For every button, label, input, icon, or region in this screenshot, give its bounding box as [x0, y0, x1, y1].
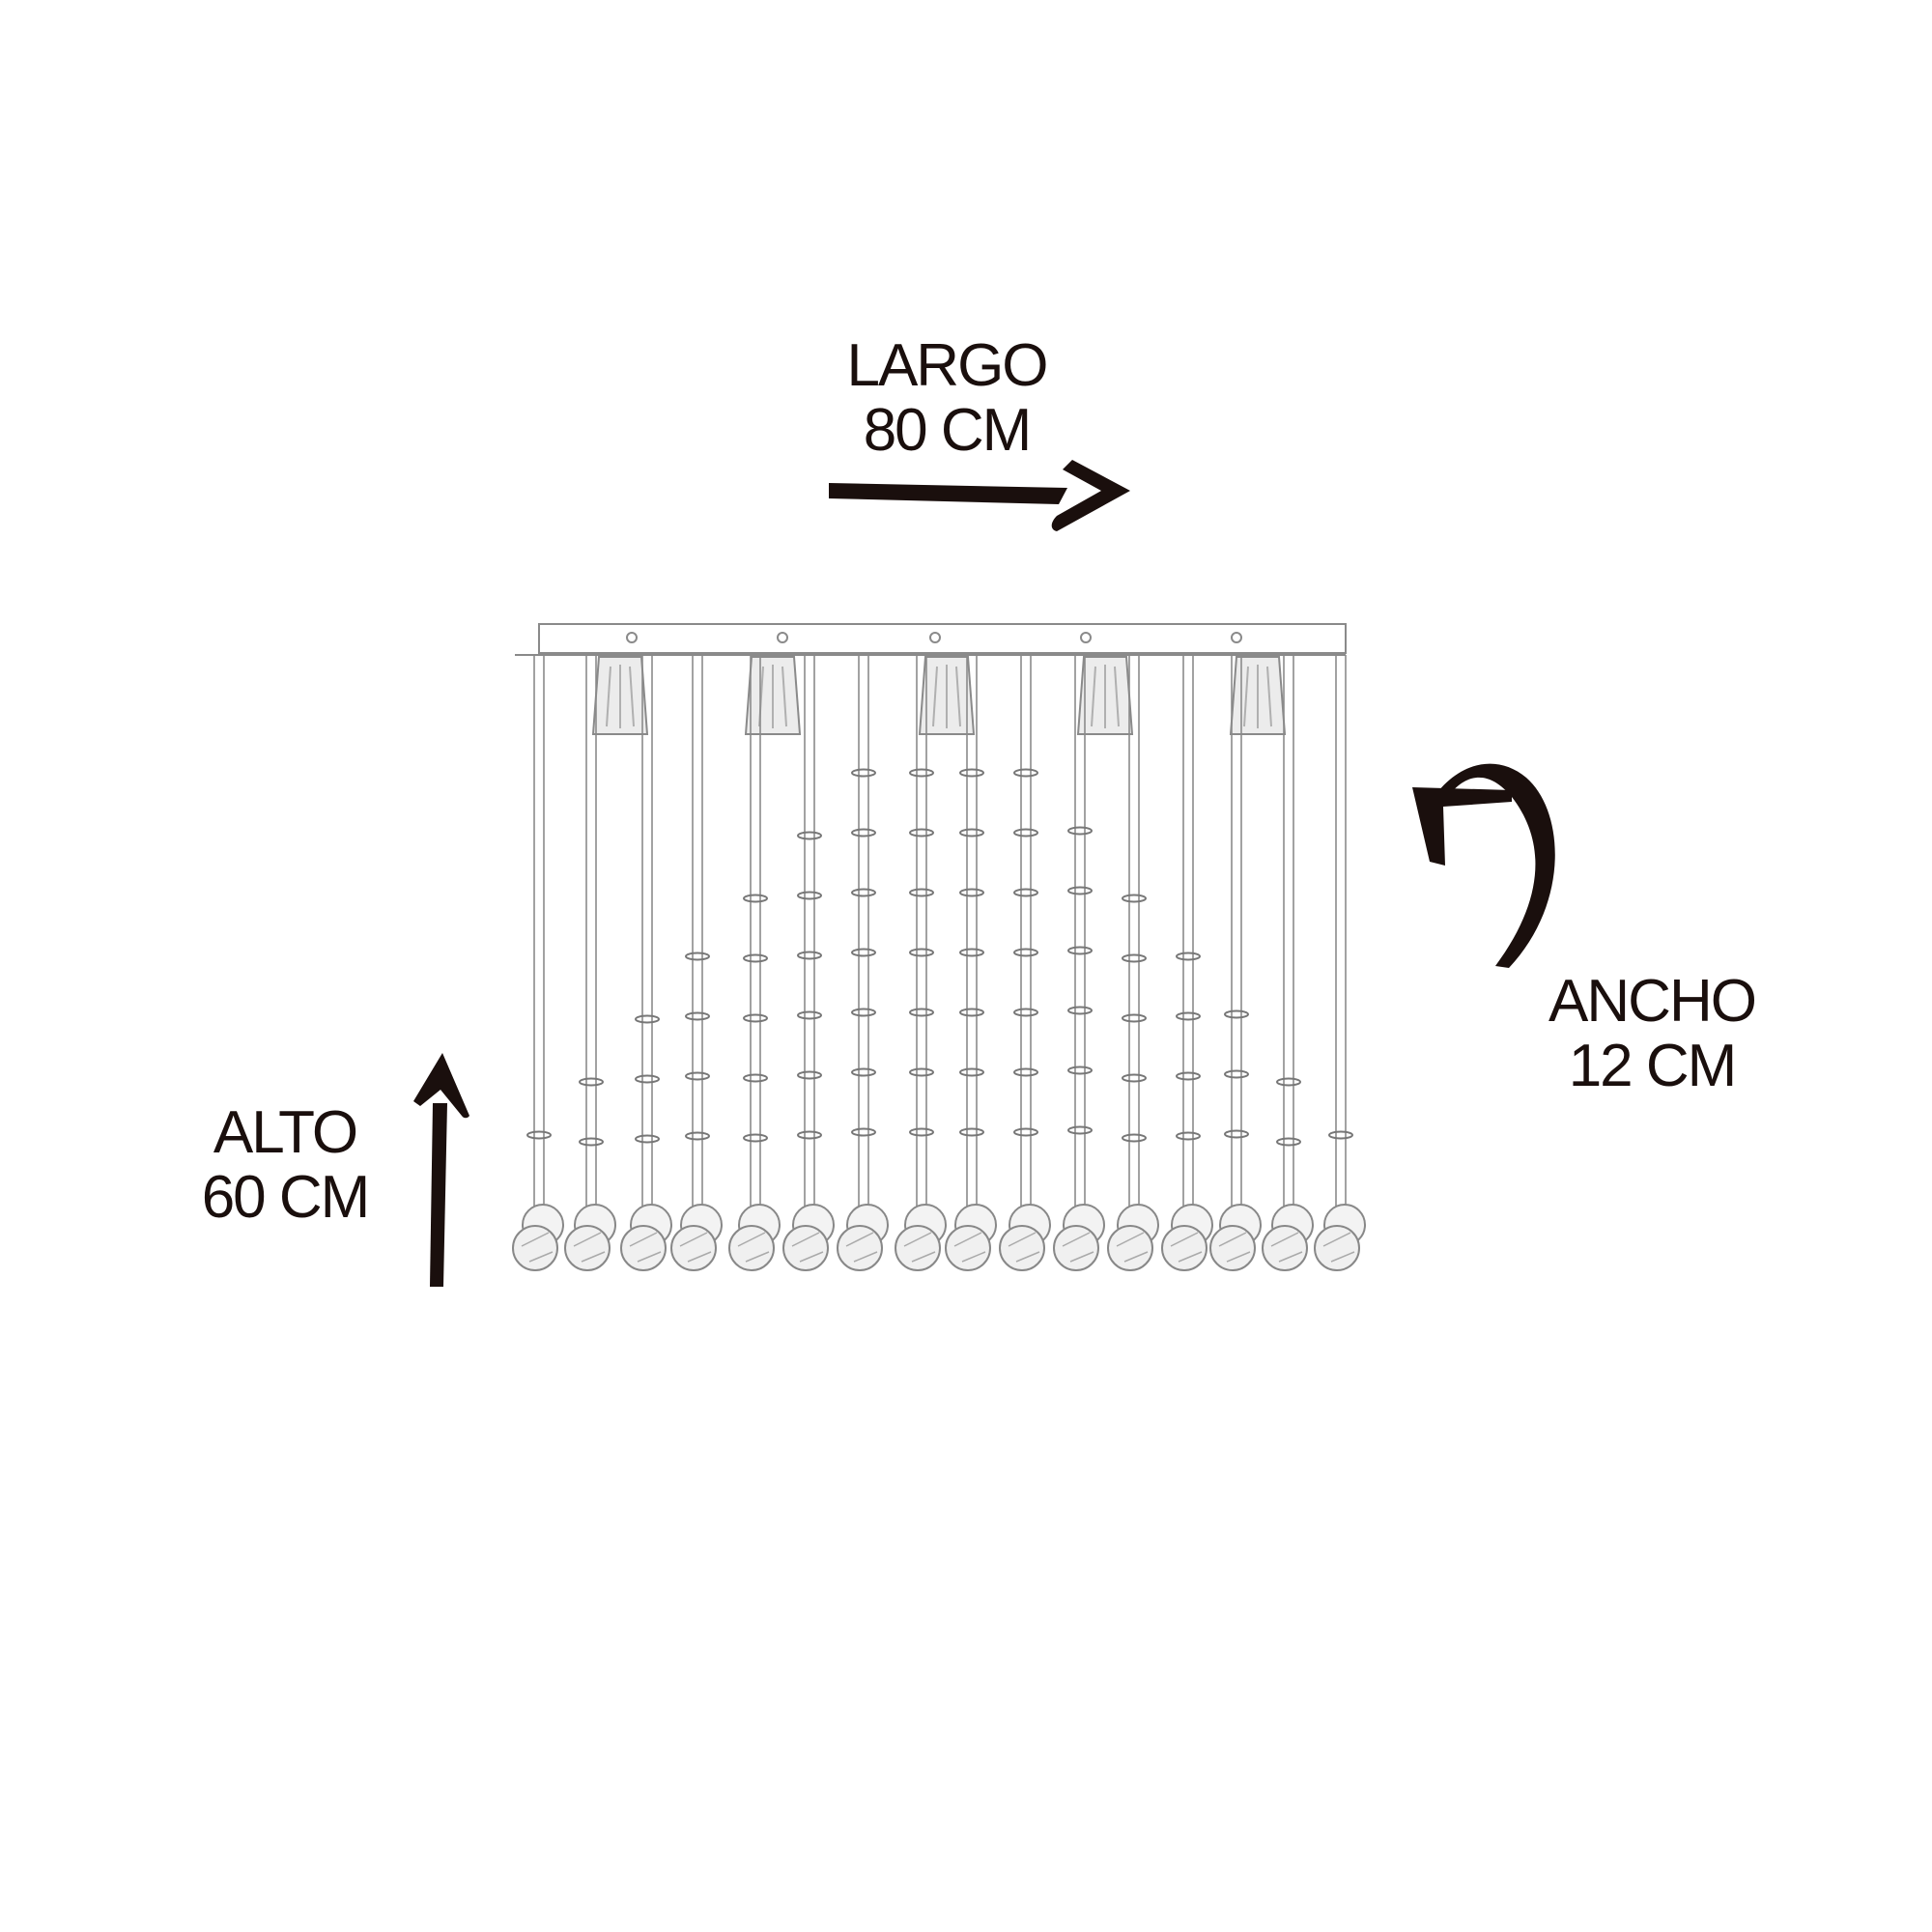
crystal-strand [851, 655, 876, 1227]
crystal-strand [909, 655, 934, 1227]
crystal-globe [728, 1204, 781, 1271]
crystal-globe [620, 1204, 672, 1271]
lamp-shade [1076, 656, 1134, 735]
crystal-globe [564, 1204, 616, 1271]
crystal-strand [1067, 655, 1093, 1227]
crystal-globe [945, 1204, 997, 1271]
crystal-strand [579, 655, 604, 1227]
crystal-strand [743, 655, 768, 1227]
crystal-strand [1013, 655, 1038, 1227]
crystal-globe [837, 1204, 889, 1271]
crystal-globe [1209, 1204, 1262, 1271]
width-value: 12 CM [1568, 1032, 1738, 1099]
crystal-strand [685, 655, 710, 1227]
crystal-strand [526, 655, 552, 1227]
crystal-strand [797, 655, 822, 1227]
lamp-shade [918, 656, 976, 735]
crystal-strand [1276, 655, 1301, 1227]
crystal-globe [1161, 1204, 1213, 1271]
width-label: ANCHO 12 CM [1526, 968, 1777, 1099]
crystal-strand [1224, 655, 1249, 1227]
height-label: ALTO 60 CM [169, 1099, 401, 1231]
crystal-strand [959, 655, 984, 1227]
curved-arrow-icon [1412, 763, 1555, 968]
crystal-strand [1122, 655, 1147, 1227]
lamp-shades [591, 656, 1287, 735]
crystal-globe [670, 1204, 723, 1271]
crystal-globe [895, 1204, 947, 1271]
right-arrow-icon [829, 460, 1130, 531]
crystal-globe [512, 1204, 564, 1271]
lamp-shade [591, 656, 649, 735]
crystal-globe [999, 1204, 1051, 1271]
ceiling-plate [515, 623, 1347, 656]
crystal-strand [1176, 655, 1201, 1227]
lamp-shade [1229, 656, 1287, 735]
length-value: 80 CM [863, 396, 1033, 464]
length-label: LARGO 80 CM [792, 332, 1101, 464]
crystal-globe [1314, 1204, 1366, 1271]
crystal-globe [1107, 1204, 1159, 1271]
crystal-globe [782, 1204, 835, 1271]
width-title: ANCHO [1548, 968, 1757, 1035]
crystal-globe [1053, 1204, 1105, 1271]
height-title: ALTO [213, 1099, 358, 1166]
length-title: LARGO [846, 332, 1048, 399]
crystal-strand [635, 655, 660, 1227]
lamp-shade [744, 656, 802, 735]
crystal-globes [512, 1204, 1366, 1271]
up-arrow-icon [413, 1053, 469, 1287]
crystal-strand [1328, 655, 1353, 1227]
height-value: 60 CM [201, 1163, 371, 1231]
crystal-globe [1262, 1204, 1314, 1271]
crystal-strands [526, 655, 1353, 1227]
